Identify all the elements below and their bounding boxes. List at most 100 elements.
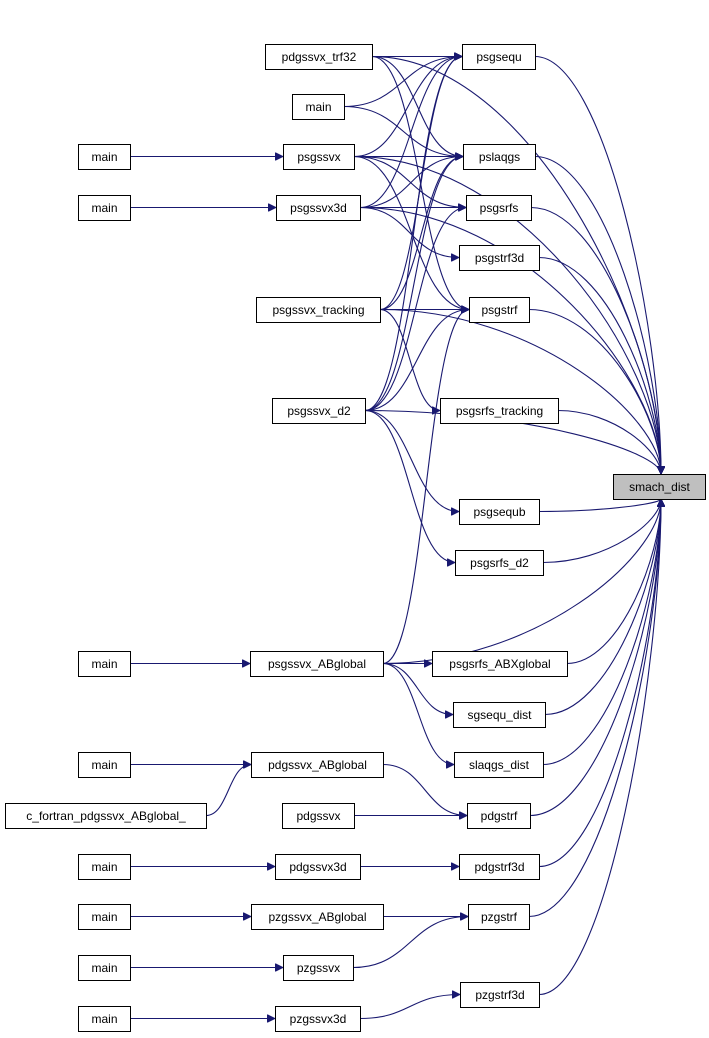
node-main9[interactable]: main xyxy=(78,1006,131,1032)
edge-psgssvx-to-smach xyxy=(353,155,661,475)
node-box xyxy=(453,702,546,728)
node-label: psgssvx_ABglobal xyxy=(268,657,366,671)
node-c-fortran[interactable]: c_fortran_pdgssvx_ABglobal_ xyxy=(5,803,207,829)
node-box xyxy=(459,499,540,525)
node-box xyxy=(78,752,131,778)
edge-main1-to-pslaqgs xyxy=(343,105,463,157)
node-psgssvx-d2[interactable]: psgssvx_d2 xyxy=(272,398,366,424)
node-box xyxy=(468,904,530,930)
node-box xyxy=(275,1006,361,1032)
node-main4[interactable]: main xyxy=(78,651,131,677)
node-box xyxy=(251,904,384,930)
node-pdgssvx-trf32[interactable]: pdgssvx_trf32 xyxy=(265,44,373,70)
edge-psgssvx_d2-to-psgsequ xyxy=(364,57,463,412)
node-label: psgsrfs_tracking xyxy=(456,404,543,418)
edge-psgssvx_d2-to-psgstrf xyxy=(364,310,469,412)
edge-psgssvx_tracking-to-psgsrfs_tracking xyxy=(379,308,441,411)
node-box xyxy=(432,651,568,677)
node-label: pdgssvx_trf32 xyxy=(282,50,357,64)
node-psgsrfs-tracking[interactable]: psgsrfs_tracking xyxy=(440,398,559,424)
node-label: main xyxy=(91,201,117,215)
node-psgssvx3d[interactable]: psgssvx3d xyxy=(276,195,361,221)
node-label: sgsequ_dist xyxy=(467,708,532,722)
call-edges xyxy=(130,57,661,1019)
node-label: pzgssvx xyxy=(297,961,340,975)
node-pdgssvx-ABglobal[interactable]: pdgssvx_ABglobal xyxy=(251,752,384,778)
node-box xyxy=(282,803,355,829)
node-main6[interactable]: main xyxy=(78,854,131,880)
node-pzgstrf[interactable]: pzgstrf xyxy=(468,904,530,930)
edge-slaqgs_dist-to-smach xyxy=(542,499,661,766)
node-psgsrfs-ABXglobal[interactable]: psgsrfs_ABXglobal xyxy=(432,651,568,677)
node-pzgssvx-ABglobal[interactable]: pzgssvx_ABglobal xyxy=(251,904,384,930)
edge-psgssvx3d-to-psgstrf3d xyxy=(359,206,459,258)
node-box xyxy=(467,803,531,829)
node-box xyxy=(283,955,354,981)
node-psgstrf3d[interactable]: psgstrf3d xyxy=(459,245,540,271)
node-box xyxy=(613,474,706,500)
node-label: pzgstrf xyxy=(481,910,518,924)
node-main3[interactable]: main xyxy=(78,195,131,221)
node-label: psgssvx_tracking xyxy=(272,303,364,317)
edge-psgssvx_tracking-to-pslaqgs xyxy=(379,157,463,311)
node-psgssvx-tracking[interactable]: psgssvx_tracking xyxy=(256,297,381,323)
edge-psgssvx_ABglobal-to-slaqgs_dist xyxy=(382,662,454,765)
node-label: main xyxy=(305,100,331,114)
node-box xyxy=(469,297,530,323)
node-pzgssvx3d[interactable]: pzgssvx3d xyxy=(275,1006,361,1032)
edge-pdgstrf3d-to-smach xyxy=(538,499,661,868)
node-sgsequ-dist[interactable]: sgsequ_dist xyxy=(453,702,546,728)
node-box xyxy=(463,144,536,170)
node-slaqgs-dist[interactable]: slaqgs_dist xyxy=(454,752,544,778)
node-label: pdgssvx xyxy=(296,809,340,823)
node-box xyxy=(78,144,131,170)
node-label: psgstrf xyxy=(481,303,518,317)
node-pzgssvx[interactable]: pzgssvx xyxy=(283,955,354,981)
edge-sgsequ_dist-to-smach xyxy=(544,499,661,716)
edge-pdgssvx_trf32-to-pslaqgs xyxy=(371,55,463,157)
node-pdgstrf3d[interactable]: pdgstrf3d xyxy=(459,854,540,880)
node-pslaqgs[interactable]: pslaqgs xyxy=(463,144,536,170)
node-psgsequ[interactable]: psgsequ xyxy=(462,44,536,70)
edge-psgsrfs-to-smach xyxy=(530,206,661,475)
edge-psgssvx-to-psgsequ xyxy=(353,57,462,158)
node-main1[interactable]: main xyxy=(292,94,345,120)
node-smach[interactable]: smach_dist xyxy=(613,474,706,500)
node-box xyxy=(265,44,373,70)
node-main8[interactable]: main xyxy=(78,955,131,981)
node-psgsequb[interactable]: psgsequb xyxy=(459,499,540,525)
node-main5[interactable]: main xyxy=(78,752,131,778)
edge-psgssvx_d2-to-smach xyxy=(364,409,661,475)
edge-pzgstrf3d-to-smach xyxy=(538,499,661,996)
node-label: main xyxy=(91,758,117,772)
node-pdgssvx3d[interactable]: pdgssvx3d xyxy=(275,854,361,880)
node-label: main xyxy=(91,961,117,975)
node-label: main xyxy=(91,910,117,924)
node-label: main xyxy=(91,860,117,874)
node-label: psgsrfs xyxy=(480,201,519,215)
edge-pdgstrf-to-smach xyxy=(529,499,661,817)
node-psgsrfs[interactable]: psgsrfs xyxy=(466,195,532,221)
node-box xyxy=(275,854,361,880)
node-pdgssvx[interactable]: pdgssvx xyxy=(282,803,355,829)
node-psgssvx[interactable]: psgssvx xyxy=(283,144,355,170)
node-box xyxy=(459,854,540,880)
edge-psgsrfs_ABXglobal-to-smach xyxy=(566,499,661,665)
edge-psgssvx_d2-to-psgsequb xyxy=(364,409,459,512)
node-main7[interactable]: main xyxy=(78,904,131,930)
edge-psgssvx_d2-to-psgsrfs_d2 xyxy=(364,409,455,563)
edge-psgsequ-to-smach xyxy=(534,55,661,475)
node-box xyxy=(466,195,532,221)
edge-main1-to-psgsequ xyxy=(343,57,462,108)
node-box xyxy=(292,94,345,120)
node-label: psgsequ xyxy=(476,50,521,64)
node-pdgstrf[interactable]: pdgstrf xyxy=(467,803,531,829)
node-label: psgsrfs_ABXglobal xyxy=(449,657,550,671)
edge-psgsrfs_d2-to-smach xyxy=(542,498,661,564)
node-box xyxy=(272,398,366,424)
node-psgsrfs-d2[interactable]: psgsrfs_d2 xyxy=(455,550,544,576)
node-pzgstrf3d[interactable]: pzgstrf3d xyxy=(460,982,540,1008)
node-psgstrf[interactable]: psgstrf xyxy=(469,297,530,323)
node-main2[interactable]: main xyxy=(78,144,131,170)
node-psgssvx-ABglobal[interactable]: psgssvx_ABglobal xyxy=(250,651,384,677)
